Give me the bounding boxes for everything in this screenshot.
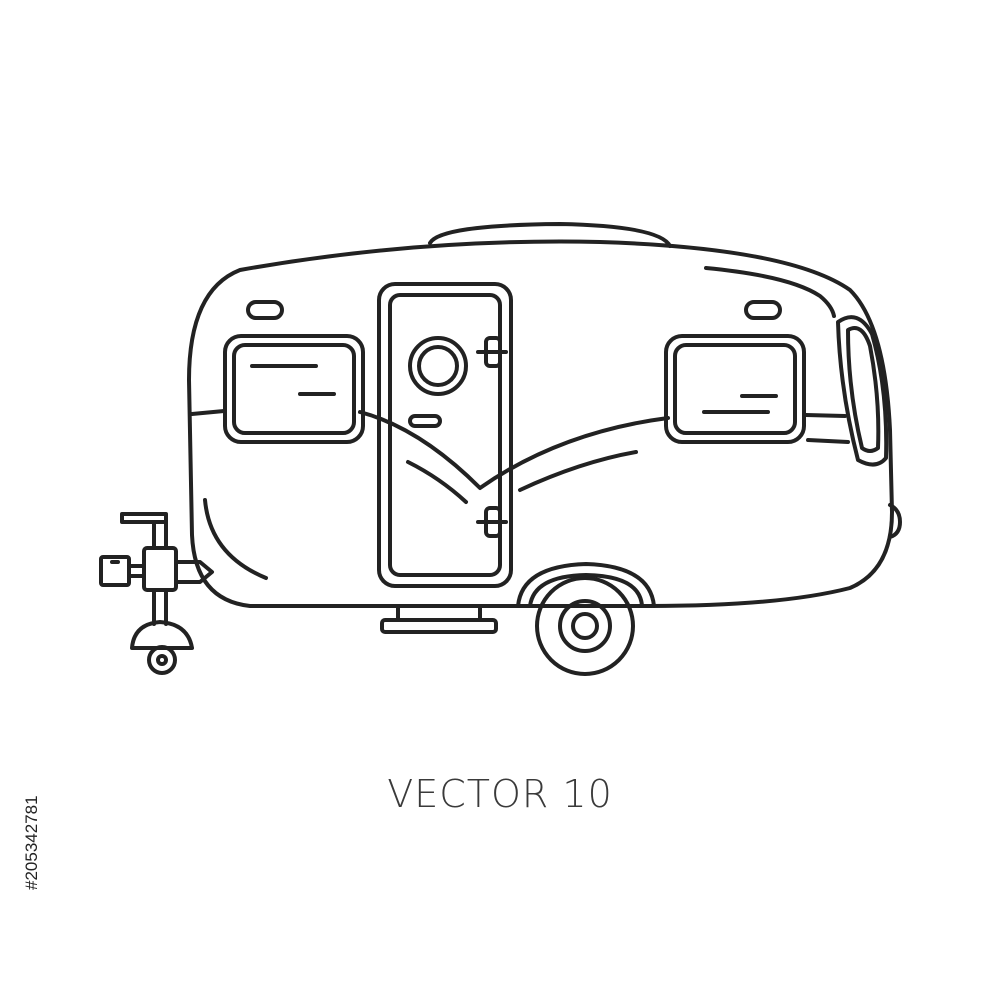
jack-handle (120, 512, 168, 524)
wheel-hub (571, 612, 599, 640)
jack-leg (152, 588, 168, 626)
side-accent-left (203, 498, 268, 580)
door-porthole-outer (408, 336, 468, 396)
side-band-lower (518, 438, 850, 492)
door-crease (406, 460, 468, 504)
window-right-frame (664, 334, 806, 444)
entry-step-legs (396, 604, 482, 622)
jockey-wheel-hub (156, 654, 168, 666)
tow-drawbar (174, 560, 214, 584)
coupling-link (110, 560, 146, 578)
entry-step (380, 618, 498, 634)
window-left-glare (250, 364, 336, 396)
door-panel (388, 293, 502, 577)
wheel-arch-inner (528, 573, 644, 608)
side-band-upper (190, 409, 847, 490)
jack-post (152, 520, 168, 550)
wheel-tire (535, 576, 635, 676)
window-left-glass (232, 343, 356, 435)
jockey-wheel (147, 645, 177, 675)
door-porthole-inner (417, 345, 459, 387)
wheel-arch-outer (516, 562, 656, 608)
wheel-rim (558, 599, 612, 653)
marker-light-right (744, 300, 782, 320)
marker-light-left (246, 300, 284, 320)
window-right-glare (702, 394, 778, 414)
door-handle (408, 414, 442, 428)
door-frame (377, 282, 513, 588)
front-window-outer (836, 315, 889, 467)
window-right-glass (673, 343, 797, 435)
window-left-frame (223, 334, 365, 444)
roof-hatch (428, 222, 672, 248)
trailer-body (187, 239, 894, 608)
jack-clamp (142, 546, 178, 592)
front-window-inner (846, 326, 881, 453)
stock-id-watermark: #205342781 (22, 795, 41, 890)
rear-bumper-light (888, 503, 902, 539)
roof-accent-right (704, 266, 836, 318)
caption-text: VECTOR 10 (387, 772, 613, 816)
coupling-head (99, 555, 131, 587)
jockey-wheel-fork (130, 620, 194, 650)
